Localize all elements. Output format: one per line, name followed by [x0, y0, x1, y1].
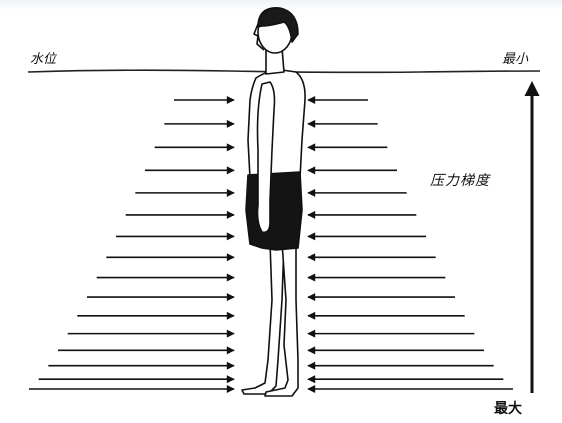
human-figure: [242, 8, 305, 396]
water-level-label: 水位: [30, 48, 56, 67]
minimum-pressure-label: 最小: [502, 48, 528, 67]
right-pressure-arrows: [308, 100, 513, 389]
torso: [248, 70, 305, 178]
shorts: [246, 172, 302, 250]
maximum-pressure-label: 最大: [494, 398, 522, 418]
back-leg: [242, 242, 284, 394]
pressure-gradient-label: 压力梯度: [430, 170, 490, 190]
left-pressure-arrows: [29, 100, 234, 389]
